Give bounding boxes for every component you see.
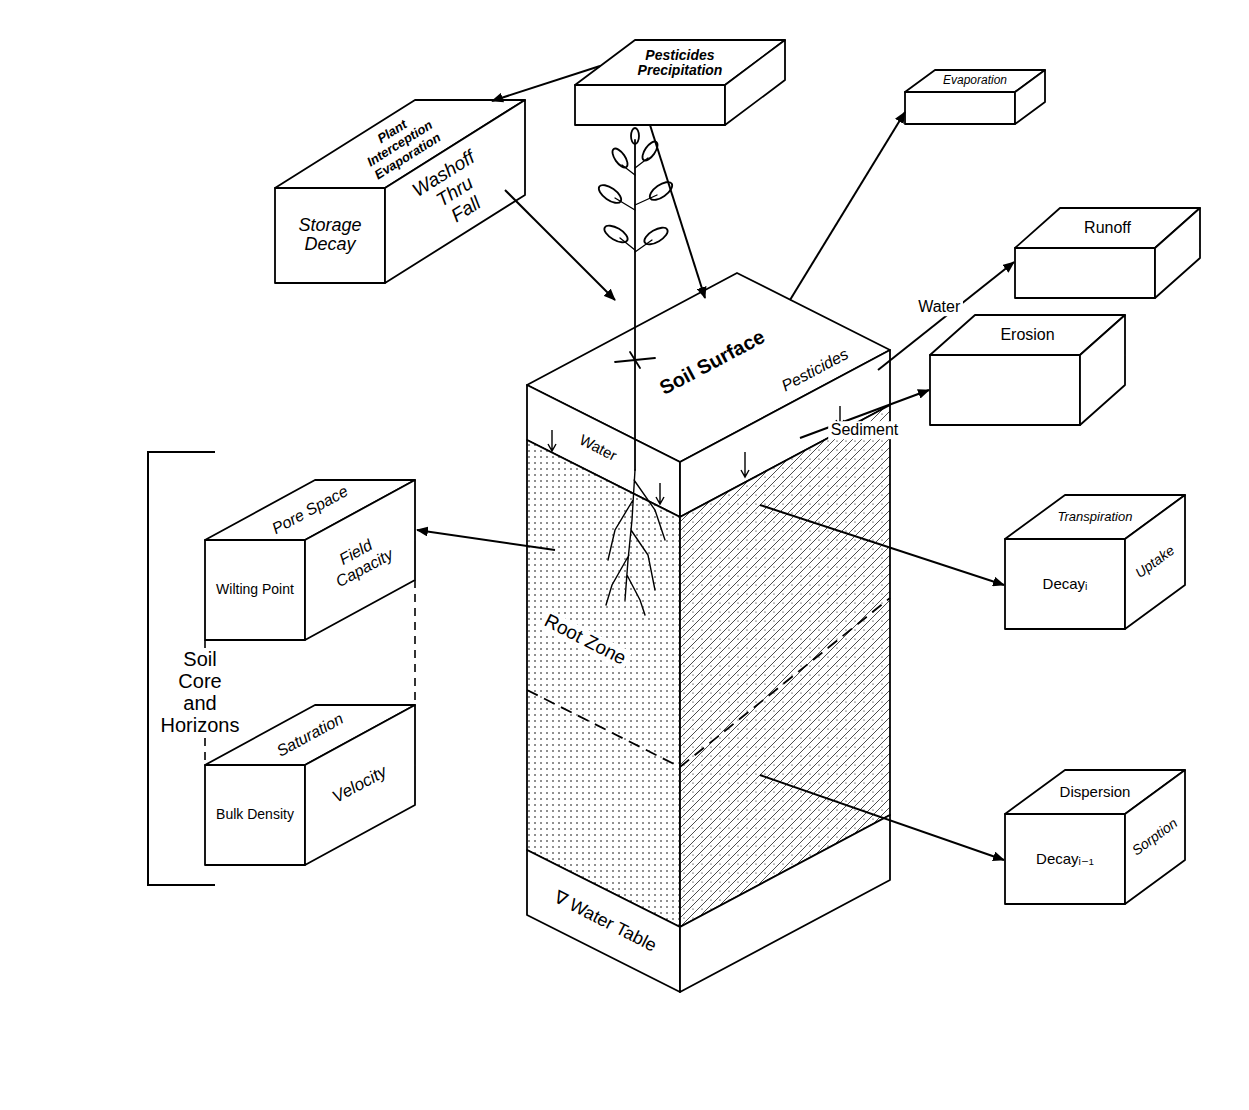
box-face	[1155, 208, 1200, 298]
box-face	[575, 85, 725, 125]
box-face	[275, 188, 385, 283]
leaf	[640, 139, 661, 163]
face-label: Decayᵢ₋₁	[1036, 851, 1094, 868]
face-label: Decayᵢ	[1043, 576, 1088, 593]
box-face	[1005, 539, 1125, 629]
face-label: Dispersion	[1060, 784, 1131, 801]
box-3d: Pore SpaceWilting PointField Capacity	[205, 480, 415, 640]
edge-label: Water	[915, 299, 963, 317]
leaf	[596, 182, 624, 207]
face-label: Storage Decay	[280, 216, 380, 256]
leaf	[642, 224, 671, 247]
box-face	[1125, 770, 1185, 904]
box-face	[1125, 495, 1185, 629]
face-label: Pesticides Precipitation	[628, 47, 733, 78]
box-face	[1005, 814, 1125, 904]
box-face	[205, 540, 305, 640]
box-3d: Runoff	[1015, 208, 1200, 298]
water-table-slab	[680, 815, 890, 992]
leaf	[631, 128, 639, 144]
box-face	[930, 355, 1080, 425]
face-label: Evaporation	[943, 74, 1007, 87]
box-3d: Evaporation	[905, 70, 1045, 124]
flow-arrow	[790, 112, 905, 300]
flow-arrow	[650, 125, 705, 298]
soil-face	[527, 440, 680, 927]
face-label: Transpiration	[1058, 510, 1133, 524]
plant-stem	[634, 140, 636, 470]
water-table-slab	[527, 850, 680, 992]
leaf	[610, 146, 631, 170]
soil-column: Soil SurfacePesticidesWaterRoot Zone∇ Wa…	[520, 268, 895, 998]
box-3d: Erosion	[930, 315, 1125, 425]
box-3d: TranspirationDecayᵢUptake	[1005, 495, 1185, 629]
box-3d: Pesticides Precipitation	[575, 40, 785, 125]
leaf	[602, 222, 631, 245]
face-label: Erosion	[1000, 326, 1054, 344]
flow-arrow	[505, 190, 615, 300]
edge-label: Sediment	[828, 421, 902, 439]
face-label: Bulk Density	[216, 807, 294, 822]
box-face	[905, 92, 1015, 124]
box-face	[1015, 70, 1045, 124]
root-zone-line	[527, 598, 890, 767]
leaf	[647, 179, 675, 204]
face-label: Wilting Point	[216, 582, 294, 597]
box-face	[1015, 248, 1155, 298]
box-3d: Plant Interception EvaporationStorage De…	[275, 100, 525, 283]
box-face	[205, 765, 305, 865]
box-3d: DispersionDecayᵢ₋₁Sorption	[1005, 770, 1185, 904]
face-label: Runoff	[1084, 219, 1131, 237]
box-face	[1080, 315, 1125, 425]
box-face	[725, 40, 785, 125]
leaf-stalks	[615, 158, 657, 252]
bracket-label: Soil Core and Horizons	[158, 648, 243, 736]
